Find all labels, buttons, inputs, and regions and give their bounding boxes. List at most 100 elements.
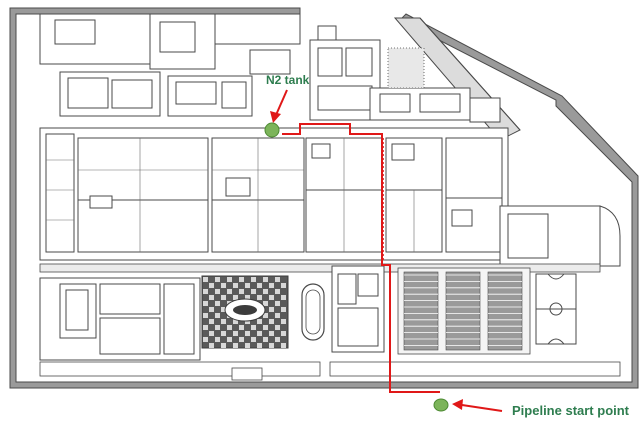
- plaza-cell: [275, 325, 280, 330]
- southwest-building: [39, 277, 201, 361]
- plaza-cell: [245, 283, 250, 288]
- plaza-cell: [209, 343, 214, 348]
- plaza-cell: [245, 331, 250, 336]
- plaza-cell: [275, 277, 280, 282]
- plaza-cell: [203, 313, 208, 318]
- landscape-area: [387, 47, 425, 89]
- plaza-cell: [203, 277, 208, 282]
- south-strip: [39, 361, 621, 381]
- main-building: [39, 127, 509, 261]
- plaza-cell: [239, 337, 244, 342]
- plaza-cell: [281, 295, 286, 300]
- plaza-cell: [251, 325, 256, 330]
- plaza-cell: [221, 343, 226, 348]
- plaza-cell: [215, 337, 220, 342]
- plaza-cell: [281, 331, 286, 336]
- plaza-cell: [257, 295, 262, 300]
- plaza-cell: [215, 289, 220, 294]
- plaza-cell: [269, 319, 274, 324]
- plaza-cell: [227, 337, 232, 342]
- plaza-cell: [227, 277, 232, 282]
- plaza-cell: [281, 307, 286, 312]
- plaza-cell: [233, 319, 238, 324]
- plaza-cell: [275, 289, 280, 294]
- plaza-cell: [269, 343, 274, 348]
- plaza-cell: [233, 295, 238, 300]
- plaza-cell: [233, 283, 238, 288]
- checkered-plaza: [201, 275, 289, 349]
- plaza-cell: [275, 301, 280, 306]
- plaza-cell: [263, 337, 268, 342]
- plaza-cell: [251, 337, 256, 342]
- plaza-cell: [221, 331, 226, 336]
- plaza-cell: [263, 325, 268, 330]
- plaza-cell: [257, 343, 262, 348]
- parking-row: [403, 271, 439, 351]
- plaza-cell: [263, 313, 268, 318]
- plaza-cell: [257, 319, 262, 324]
- plaza-cell: [203, 289, 208, 294]
- plaza-cell: [209, 295, 214, 300]
- plaza-cell: [281, 343, 286, 348]
- n2-tank-arrow: [270, 89, 288, 123]
- plaza-cell: [269, 295, 274, 300]
- plaza-cell: [203, 301, 208, 306]
- pipeline-start-label: Pipeline start point: [512, 403, 630, 418]
- central-south-building: [331, 265, 385, 353]
- n2-tank-marker: [264, 122, 280, 138]
- plaza-cell: [245, 319, 250, 324]
- sports-court: [535, 273, 577, 345]
- plaza-cell: [281, 319, 286, 324]
- running-track: [301, 283, 325, 341]
- parking-lot: [397, 267, 531, 355]
- plaza-cell: [269, 331, 274, 336]
- plaza-cell: [239, 277, 244, 282]
- plaza-cell: [209, 331, 214, 336]
- plaza-cell: [251, 289, 256, 294]
- plaza-cell: [275, 337, 280, 342]
- plaza-cell: [203, 337, 208, 342]
- parking-row: [487, 271, 523, 351]
- plaza-cell: [209, 283, 214, 288]
- diagonal-road-edge: [419, 17, 521, 131]
- plaza-cell: [251, 277, 256, 282]
- plaza-cell: [227, 289, 232, 294]
- plaza-cell: [215, 313, 220, 318]
- plaza-cell: [221, 283, 226, 288]
- plaza-cell: [233, 331, 238, 336]
- plaza-cell: [257, 331, 262, 336]
- plaza-cell: [257, 283, 262, 288]
- plaza-cell: [233, 343, 238, 348]
- plaza-cell: [215, 277, 220, 282]
- plaza-cell: [245, 343, 250, 348]
- main-building-details: [46, 138, 415, 252]
- east-annex: [499, 205, 621, 267]
- internal-road: [39, 263, 601, 273]
- plaza-cell: [203, 325, 208, 330]
- plaza-cell: [275, 313, 280, 318]
- plaza-cell: [227, 325, 232, 330]
- plaza-cell: [263, 277, 268, 282]
- plaza-cell: [209, 319, 214, 324]
- plaza-cell: [221, 319, 226, 324]
- north-buildings: [39, 13, 501, 123]
- plaza-cell: [263, 289, 268, 294]
- plaza-cell: [221, 307, 226, 312]
- plaza-cell: [209, 307, 214, 312]
- plaza-cell: [263, 301, 268, 306]
- plaza-cell: [269, 283, 274, 288]
- plaza-cell: [245, 295, 250, 300]
- plaza-cell: [215, 301, 220, 306]
- parking-row: [445, 271, 481, 351]
- pipeline-start-marker: [433, 398, 449, 412]
- plaza-cell: [281, 283, 286, 288]
- n2-tank-label: N2 tank: [266, 73, 310, 87]
- plaza-cell: [269, 307, 274, 312]
- plaza-cell: [239, 325, 244, 330]
- plaza-cell: [215, 325, 220, 330]
- plaza-cell: [239, 289, 244, 294]
- pipeline-start-arrow: [452, 399, 503, 412]
- plaza-cell: [221, 295, 226, 300]
